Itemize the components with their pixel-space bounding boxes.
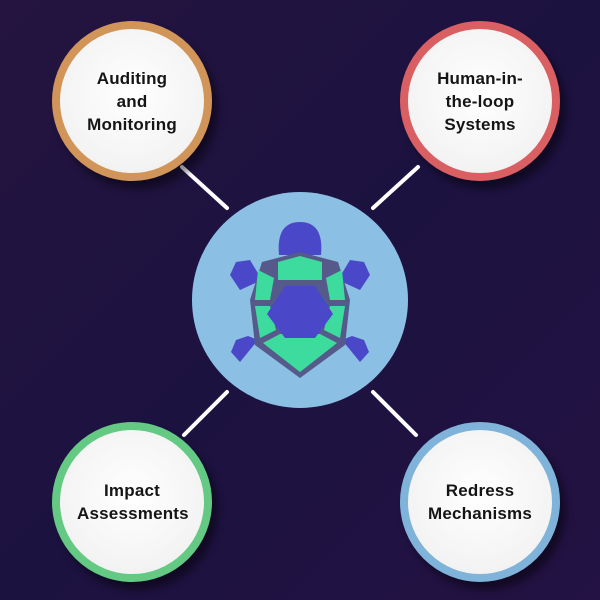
connector-top-right xyxy=(371,165,420,210)
node-label: Redress Mechanisms xyxy=(427,481,533,523)
node-label: Auditing and Monitoring xyxy=(87,68,177,134)
node-impact-assessments: Impact Assessments xyxy=(52,422,212,582)
node-human-in-the-loop: Human-in-the-loop Systems xyxy=(400,21,560,181)
node-label: Human-in-the-loop Systems xyxy=(437,68,523,134)
node-redress-mechanisms: Redress Mechanisms xyxy=(400,422,560,582)
connector-top-left xyxy=(180,165,229,210)
connector-bottom-right xyxy=(371,390,418,437)
node-auditing-monitoring: Auditing and Monitoring xyxy=(52,21,212,181)
node-label: Impact Assessments xyxy=(77,481,189,523)
connector-bottom-left xyxy=(182,390,229,437)
